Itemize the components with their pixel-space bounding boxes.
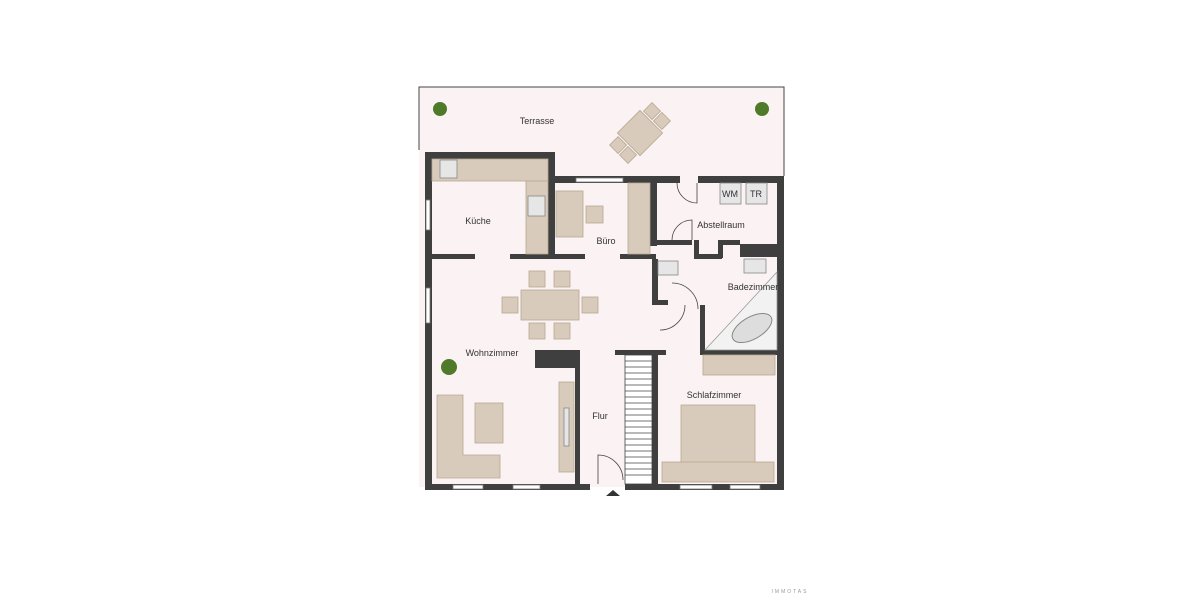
dryer xyxy=(745,182,768,205)
washer-label: WM xyxy=(722,189,738,199)
room-label-kueche: Küche xyxy=(465,216,491,226)
entrance-arrow-icon xyxy=(606,490,620,496)
room-label-abstellraum: Abstellraum xyxy=(697,220,745,230)
room-label-wohnzimmer: Wohnzimmer xyxy=(466,348,519,358)
bathtub-icon xyxy=(731,312,773,344)
staircase xyxy=(624,354,653,485)
room-label-badezimmer: Badezimmer xyxy=(728,282,779,292)
room-label-flur: Flur xyxy=(592,411,608,421)
dryer-label: TR xyxy=(750,189,762,199)
doors xyxy=(597,182,699,496)
windows xyxy=(425,177,761,490)
bedroom-furniture xyxy=(661,354,776,483)
room-label-schlafzimmer: Schlafzimmer xyxy=(687,390,742,400)
washer xyxy=(719,182,742,205)
plant-icon xyxy=(433,102,769,375)
terrace-outline xyxy=(418,86,785,176)
kitchen-furniture xyxy=(431,158,651,255)
watermark-logo: IMMOTAS xyxy=(772,589,809,595)
room-label-buero: Büro xyxy=(596,236,615,246)
living-furniture xyxy=(436,381,575,479)
sink-icon xyxy=(743,258,767,274)
sink-icon xyxy=(657,260,679,276)
dining-set xyxy=(501,270,599,340)
stove-icon xyxy=(527,195,546,217)
terrace-table xyxy=(609,102,671,164)
room-label-terrasse: Terrasse xyxy=(520,116,555,126)
